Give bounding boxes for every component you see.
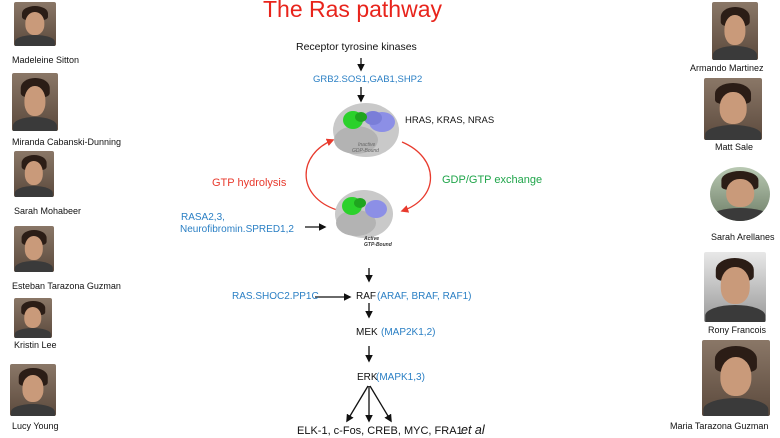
et-al-label: et al — [461, 423, 485, 437]
arrow-erk-to-targets-left — [346, 385, 369, 423]
avatar — [14, 2, 56, 46]
person-name: Sarah Mohabeer — [14, 206, 82, 216]
avatar — [704, 78, 762, 140]
person-name: Lucy Young — [12, 421, 59, 431]
person-name: Matt Sale — [715, 142, 754, 152]
active-label-line1: Active — [364, 236, 380, 242]
mek-label: MEK — [356, 327, 378, 338]
avatar — [10, 364, 56, 416]
receptor-label: Receptor tyrosine kinases — [296, 41, 417, 53]
erk-label: ERK — [357, 372, 378, 383]
avatar — [14, 298, 52, 338]
mek-genes-label: (MAP2K1,2) — [381, 327, 436, 338]
person-name: Maria Tarazona Guzman — [670, 421, 769, 431]
avatar — [14, 226, 54, 272]
person-name: Miranda Cabanski-Dunning — [12, 137, 122, 147]
person-name: Esteban Tarazona Guzman — [12, 281, 121, 291]
active-label-line2: GTP-Bound — [364, 242, 392, 248]
raf-genes-label: (ARAF, BRAF, RAF1) — [377, 291, 472, 302]
avatar — [702, 340, 770, 416]
avatar — [12, 73, 58, 131]
avatar — [712, 2, 758, 60]
ras-genes-label: HRAS, KRAS, NRAS — [405, 115, 495, 126]
raf-regulator-label: RAS.SHOC2.PP1C — [232, 291, 319, 302]
gtp-hydrolysis-arrow — [305, 138, 338, 211]
avatar — [710, 167, 770, 221]
gap-label-line1: RASA2,3, — [181, 212, 225, 223]
gdp-gtp-exchange-arrow — [400, 141, 432, 213]
erk-genes-label: (MAPK1,3) — [376, 372, 425, 383]
active-ras-structure — [335, 190, 393, 238]
gdp-gtp-exchange-label: GDP/GTP exchange — [442, 174, 543, 186]
page-title: The Ras pathway — [263, 0, 442, 22]
inactive-label-line2: GDP-Bound — [352, 148, 379, 154]
avatar — [14, 151, 54, 197]
person-name: Kristin Lee — [14, 340, 57, 350]
raf-label: RAF — [356, 291, 376, 302]
inactive-ras-structure — [333, 103, 399, 157]
person-name: Armando Martinez — [690, 63, 764, 73]
avatar — [704, 252, 766, 322]
person-name: Sarah Arellanes — [711, 232, 775, 242]
targets-label: ELK-1, c-Fos, CREB, MYC, FRA1 — [297, 425, 463, 437]
person-name: Madeleine Sitton — [12, 55, 80, 65]
arrow-erk-to-targets-right — [369, 385, 392, 423]
gtp-hydrolysis-label: GTP hydrolysis — [212, 177, 287, 189]
adaptors-label: GRB2.SOS1,GAB1,SHP2 — [313, 74, 423, 85]
person-name: Rony Francois — [708, 325, 767, 335]
gap-label-line2: Neurofibromin.SPRED1,2 — [180, 224, 294, 235]
inactive-label-line1: Inactive — [358, 142, 376, 148]
